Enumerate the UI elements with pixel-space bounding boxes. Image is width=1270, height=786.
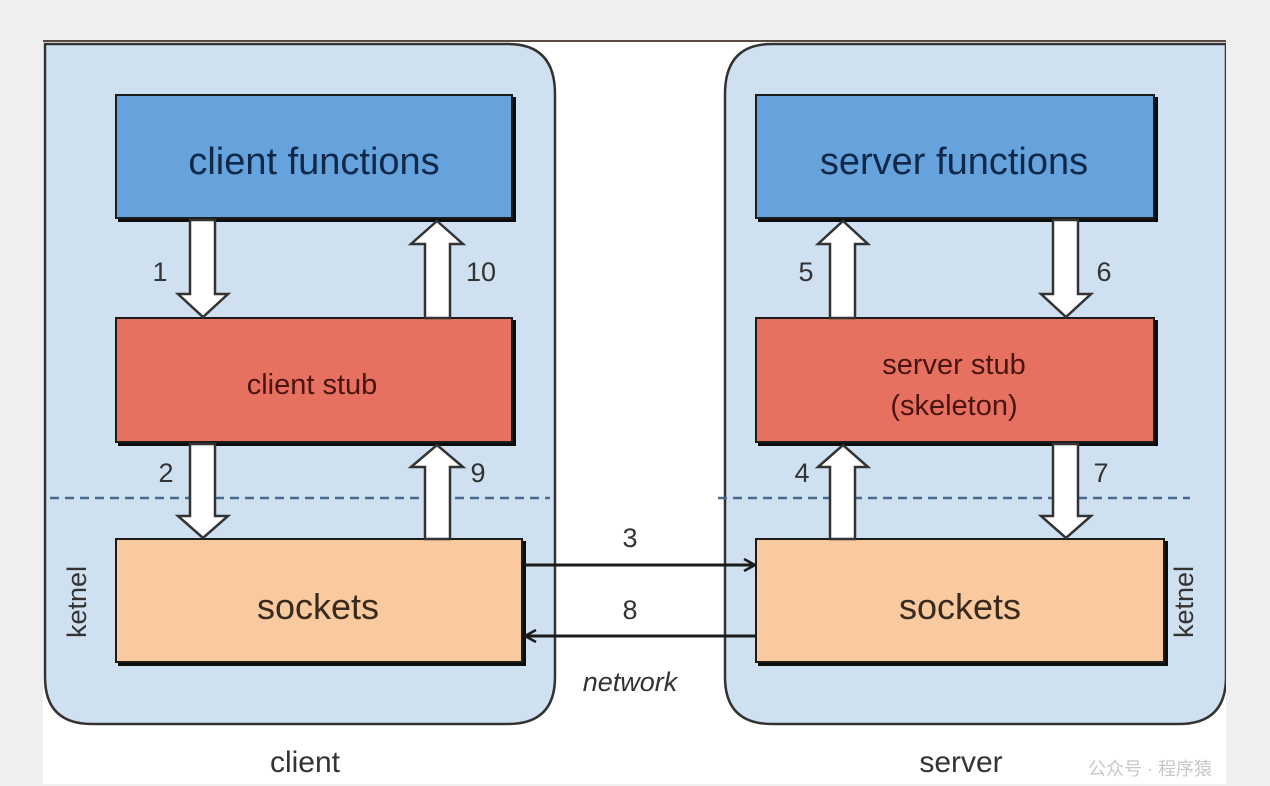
arrow-step-9 xyxy=(407,443,467,541)
step-label-10: 10 xyxy=(466,257,496,287)
server-stub-box xyxy=(755,317,1155,443)
server-kernel-label: ketnel xyxy=(1169,566,1199,638)
step-label-9: 9 xyxy=(470,458,485,488)
server-caption: server xyxy=(919,746,1002,779)
client-functions-label: client functions xyxy=(188,141,439,183)
client-stub-box xyxy=(115,317,513,443)
step-label-3: 3 xyxy=(622,523,637,553)
step-label-6: 6 xyxy=(1096,257,1111,287)
server-stub-label-line2: (skeleton) xyxy=(890,390,1017,422)
arrow-step-7 xyxy=(1037,442,1095,540)
client-stub-label: client stub xyxy=(247,369,378,401)
step-label-5: 5 xyxy=(798,257,813,287)
arrow-step-1 xyxy=(174,218,232,319)
network-label: network xyxy=(583,667,679,697)
arrow-step-4 xyxy=(814,443,872,541)
client-kernel-label: ketnel xyxy=(62,566,92,638)
server-stub-label-line1: server stub xyxy=(882,349,1025,381)
step-label-1: 1 xyxy=(152,257,167,287)
arrow-step-6 xyxy=(1037,218,1095,319)
watermark: 公众号 · 程序猿 xyxy=(1088,759,1212,779)
client-caption: client xyxy=(270,746,341,779)
step-label-2: 2 xyxy=(158,458,173,488)
client-functions-box xyxy=(115,94,513,219)
server-functions-box xyxy=(755,94,1155,219)
step-label-8: 8 xyxy=(622,595,637,625)
server-functions-label: server functions xyxy=(820,141,1088,183)
rpc-diagram: client functions client stub sockets ser… xyxy=(43,42,1226,779)
client-sockets-box xyxy=(115,538,523,663)
arrow-step-10 xyxy=(407,219,467,320)
arrow-step-5 xyxy=(814,219,872,320)
diagram-canvas: client functions client stub sockets ser… xyxy=(43,40,1226,784)
server-sockets-box xyxy=(755,538,1165,663)
step-label-4: 4 xyxy=(794,458,809,488)
client-sockets-label: sockets xyxy=(257,586,379,627)
server-sockets-label: sockets xyxy=(899,586,1021,627)
step-label-7: 7 xyxy=(1093,458,1108,488)
arrow-step-2 xyxy=(174,442,232,540)
